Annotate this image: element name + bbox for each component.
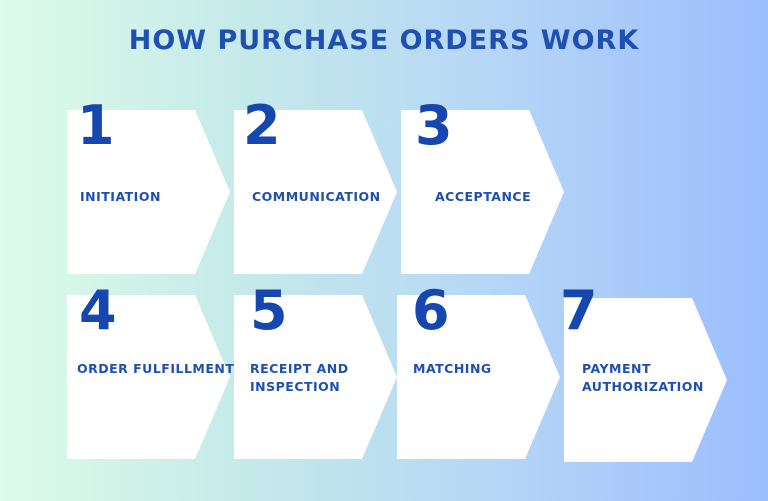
step-1-number: 1	[77, 94, 115, 157]
step-4-label: ORDER FULFILLMENT	[77, 361, 235, 376]
step-4-chevron-shape	[67, 295, 230, 459]
step-1-label: INITIATION	[80, 189, 161, 204]
step-7-label-line-2: AUTHORIZATION	[582, 379, 704, 394]
step-5-label-line-2: INSPECTION	[250, 379, 341, 394]
step-5-number: 5	[250, 279, 288, 342]
step-7-number: 7	[560, 279, 598, 342]
diagram-title: HOW PURCHASE ORDERS WORK	[128, 25, 640, 56]
step-7-label-line-1: PAYMENT	[582, 361, 652, 376]
step-2-chevron-shape	[234, 110, 397, 274]
step-3-number: 3	[415, 94, 453, 157]
step-7-chevron-shape	[564, 298, 727, 462]
step-5-chevron-shape	[234, 295, 397, 459]
step-6-chevron-shape	[397, 295, 560, 459]
step-5-label-line-1: RECEIPT AND	[250, 361, 349, 376]
step-6-label: MATCHING	[413, 361, 492, 376]
step-2-number: 2	[243, 94, 281, 157]
step-4-number: 4	[79, 279, 117, 342]
step-3-label: ACCEPTANCE	[435, 189, 532, 204]
step-3-chevron-shape	[401, 110, 564, 274]
step-6-number: 6	[412, 279, 450, 342]
step-2-label: COMMUNICATION	[252, 189, 381, 204]
step-1-chevron-shape	[67, 110, 230, 274]
